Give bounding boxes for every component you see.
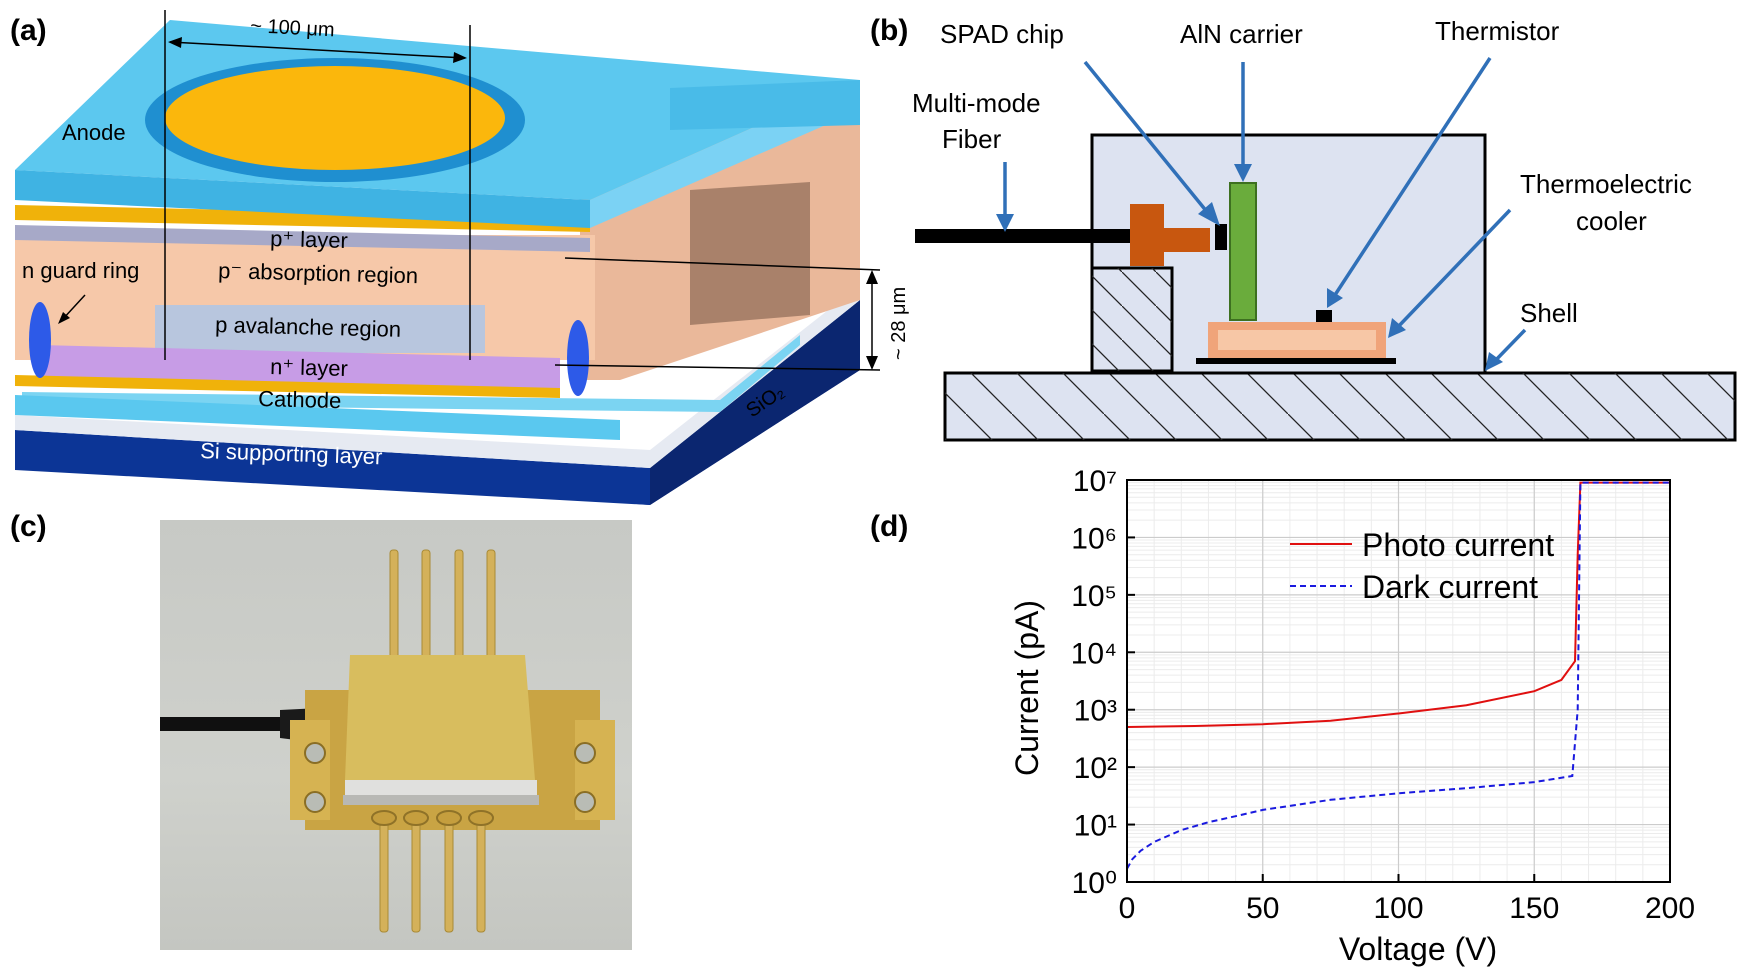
legend-dark-current: Dark current	[1362, 569, 1538, 605]
series-line-1	[1126, 481, 1670, 870]
y-tick-label: 10²	[1074, 752, 1117, 785]
panel-label-d: (d)	[870, 510, 909, 543]
panel-label-b: (b)	[870, 14, 909, 47]
y-tick-label: 10³	[1074, 695, 1117, 728]
y-tick-label: 10¹	[1074, 810, 1117, 843]
series-line-0	[1126, 481, 1670, 728]
panel-label-c: (c)	[10, 510, 47, 543]
y-tick-label: 10⁵	[1071, 580, 1117, 613]
y-tick-label: 10⁶	[1071, 522, 1117, 555]
x-tick-label: 50	[1246, 892, 1279, 925]
y-tick-label: 10⁷	[1073, 465, 1117, 498]
device-photo-drawing	[160, 549, 615, 933]
chart-series	[1126, 481, 1670, 870]
chart-axes: 0 50 100 150 200 10⁰ 10¹ 10² 10³ 10⁴ 10⁵ 10⁶ 10⁷	[1071, 465, 1695, 925]
device-photo	[160, 520, 632, 950]
x-axis-label: Voltage (V)	[1339, 931, 1497, 967]
y-axis-label: Current (pA)	[1009, 600, 1045, 776]
y-tick-label: 10⁰	[1072, 867, 1117, 900]
x-tick-label: 100	[1373, 892, 1423, 925]
legend-photo-current: Photo current	[1362, 527, 1554, 563]
x-tick-label: 150	[1509, 892, 1559, 925]
legend: Photo current Dark current	[1290, 527, 1554, 605]
x-tick-label: 200	[1645, 892, 1695, 925]
y-tick-label: 10⁴	[1071, 637, 1117, 670]
x-tick-label: 0	[1119, 892, 1136, 925]
